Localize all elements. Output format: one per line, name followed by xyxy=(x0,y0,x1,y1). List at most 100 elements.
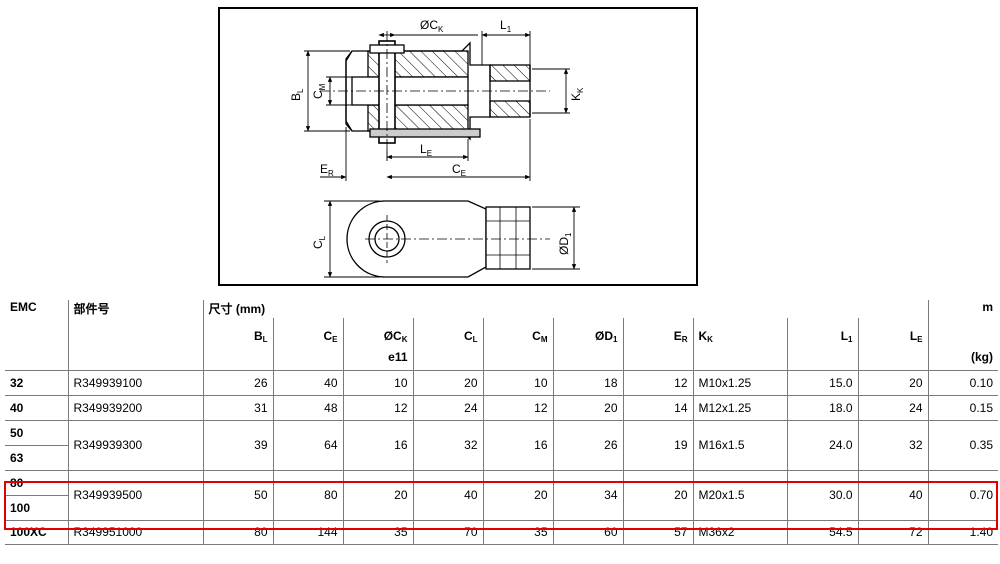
cell-d1: 34 xyxy=(552,469,623,520)
header-ce: CE xyxy=(272,318,343,344)
header-mass-unit: (kg) xyxy=(927,344,998,370)
table-row: 100XC R349951000 80 144 35 70 35 60 57 M… xyxy=(5,519,998,545)
cell-ce: 64 xyxy=(272,419,343,470)
cell-d1: 18 xyxy=(552,369,623,395)
cell-ck: 35 xyxy=(342,519,413,545)
cell-er: 19 xyxy=(622,419,693,470)
table-row: 40 R349939200 31 48 12 24 12 20 14 M12x1… xyxy=(5,394,998,420)
side-view-dimensions xyxy=(304,31,570,181)
cell-er: 14 xyxy=(622,394,693,420)
header-ck: ØCK xyxy=(342,318,413,344)
table-row-continued: 63 xyxy=(5,444,998,470)
cell-emc: 50 xyxy=(5,419,68,445)
cell-part: R349939300 xyxy=(67,419,203,470)
spec-table: EMC 部件号 尺寸 (mm) m BL CE ØCK CL CM ØD1 ER… xyxy=(5,300,998,545)
side-view-labels: ØCK L1 BL CM KK LE ER CE xyxy=(289,18,585,178)
side-section-view xyxy=(320,31,550,159)
cell-emc: 32 xyxy=(5,369,68,395)
clevis-drawing-svg: ØCK L1 BL CM KK LE ER CE xyxy=(289,18,585,278)
cell-bl: 31 xyxy=(202,394,273,420)
header-bl: BL xyxy=(202,318,273,344)
cell-emc: 100 xyxy=(5,494,68,520)
label-cm: CM xyxy=(311,83,327,99)
header-part-no: 部件号 xyxy=(67,300,203,318)
cell-le: 72 xyxy=(857,519,928,545)
cell-ce: 40 xyxy=(272,369,343,395)
header-dimensions: 尺寸 (mm) xyxy=(202,300,273,318)
cell-le: 20 xyxy=(857,369,928,395)
header-kk: KK xyxy=(692,318,787,344)
label-kk: KK xyxy=(569,87,585,101)
cell-d1: 60 xyxy=(552,519,623,545)
cell-cm: 35 xyxy=(482,519,553,545)
cell-ck: 20 xyxy=(342,469,413,520)
cell-cm: 20 xyxy=(482,469,553,520)
technical-drawing: ØCK L1 BL CM KK LE ER CE xyxy=(218,7,698,286)
header-le: LE xyxy=(857,318,928,344)
table-header-row-2: BL CE ØCK CL CM ØD1 ER KK L1 LE xyxy=(5,318,998,344)
cell-cl: 20 xyxy=(412,369,483,395)
cell-m: 0.35 xyxy=(927,419,998,470)
cell-ce: 80 xyxy=(272,469,343,520)
cell-m: 1.40 xyxy=(927,519,998,545)
cell-cm: 16 xyxy=(482,419,553,470)
cell-part: R349951000 xyxy=(67,519,203,545)
cell-part: R349939500 xyxy=(67,469,203,520)
label-le: LE xyxy=(420,142,432,158)
label-ck: ØCK xyxy=(420,18,444,34)
header-cl: CL xyxy=(412,318,483,344)
cell-ck: 12 xyxy=(342,394,413,420)
table-header-row-3: e11 (kg) xyxy=(5,344,998,370)
cell-kk: M10x1.25 xyxy=(692,369,787,395)
cell-l1: 54.5 xyxy=(786,519,858,545)
label-cl: CL xyxy=(311,235,327,249)
cell-le: 32 xyxy=(857,419,928,470)
cell-cm: 12 xyxy=(482,394,553,420)
cell-emc: 80 xyxy=(5,469,68,495)
cell-d1: 26 xyxy=(552,419,623,470)
cell-kk: M16x1.5 xyxy=(692,419,787,470)
header-emc: EMC xyxy=(10,300,37,314)
cell-emc: 63 xyxy=(5,444,68,470)
header-d1: ØD1 xyxy=(552,318,623,344)
header-cm: CM xyxy=(482,318,553,344)
header-tolerance: e11 xyxy=(342,344,413,370)
table-row-continued: 100 xyxy=(5,494,998,520)
cell-le: 40 xyxy=(857,469,928,520)
cell-bl: 50 xyxy=(202,469,273,520)
cell-ce: 48 xyxy=(272,394,343,420)
table-header-row-1: EMC 部件号 尺寸 (mm) m xyxy=(5,300,998,318)
cell-cl: 40 xyxy=(412,469,483,520)
cell-ck: 10 xyxy=(342,369,413,395)
cell-er: 12 xyxy=(622,369,693,395)
cell-ck: 16 xyxy=(342,419,413,470)
table-row: 80 R349939500 50 80 20 40 20 34 20 M20x1… xyxy=(5,469,998,520)
cell-m: 0.10 xyxy=(927,369,998,395)
cell-part: R349939100 xyxy=(67,369,203,395)
cell-m: 0.15 xyxy=(927,394,998,420)
cell-er: 20 xyxy=(622,469,693,520)
cell-part: R349939200 xyxy=(67,394,203,420)
table-row: 32 R349939100 26 40 10 20 10 18 12 M10x1… xyxy=(5,369,998,395)
label-bl: BL xyxy=(289,88,305,101)
cell-cl: 32 xyxy=(412,419,483,470)
top-view-dimensions xyxy=(324,200,580,278)
cell-l1: 15.0 xyxy=(786,369,858,395)
cell-kk: M36x2 xyxy=(692,519,787,545)
cell-l1: 18.0 xyxy=(786,394,858,420)
header-l1: L1 xyxy=(786,318,858,344)
header-mass: m xyxy=(927,300,998,318)
cell-ce: 144 xyxy=(272,519,343,545)
cell-cl: 70 xyxy=(412,519,483,545)
cell-d1: 20 xyxy=(552,394,623,420)
cell-bl: 39 xyxy=(202,419,273,470)
label-l1: L1 xyxy=(500,18,512,34)
label-d1: ØD1 xyxy=(557,232,573,255)
cell-l1: 24.0 xyxy=(786,419,858,470)
cell-bl: 80 xyxy=(202,519,273,545)
top-view-labels: CL ØD1 xyxy=(311,232,573,255)
cell-bl: 26 xyxy=(202,369,273,395)
cell-m: 0.70 xyxy=(927,469,998,520)
cell-cl: 24 xyxy=(412,394,483,420)
cell-er: 57 xyxy=(622,519,693,545)
